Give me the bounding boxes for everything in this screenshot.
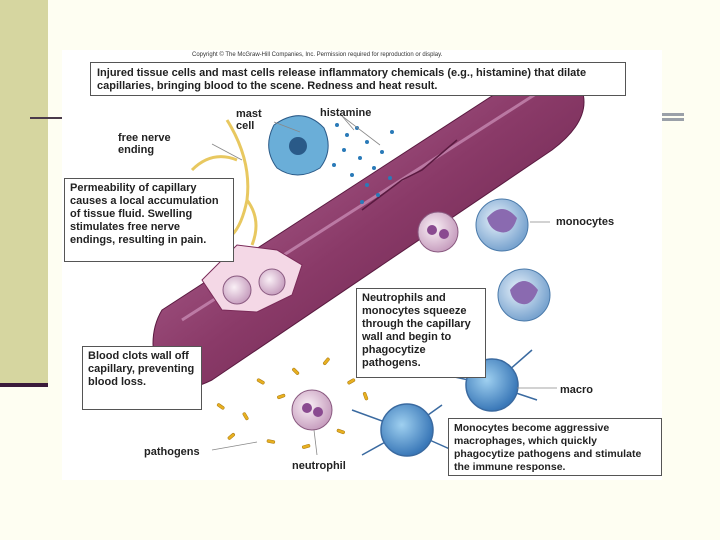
monocyte — [475, 198, 529, 252]
label-mast-cell: mast cell — [236, 108, 262, 132]
copyright-notice: Copyright © The McGraw-Hill Companies, I… — [192, 52, 443, 58]
slide-deco-line — [30, 117, 90, 119]
neutrophil-phagocytizing — [291, 389, 333, 431]
callout-blood-clots: Blood clots wall off capillary, preventi… — [82, 346, 202, 410]
sidebar-divider — [0, 383, 48, 387]
inflammation-figure: Copyright © The McGraw-Hill Companies, I… — [62, 50, 662, 480]
free-nerve-ending — [190, 119, 258, 246]
inflammation-illustration — [152, 67, 585, 457]
callout-injured-tissue: Injured tissue cells and mast cells rele… — [90, 62, 626, 96]
mast-cell — [268, 115, 329, 176]
monocyte — [497, 268, 551, 322]
callout-aggressive-macrophages: Monocytes become aggressive macrophages,… — [448, 418, 662, 476]
slide-sidebar — [0, 0, 48, 383]
slide-deco-bars — [660, 113, 684, 125]
histamine-dots — [332, 123, 394, 204]
pathogens — [216, 357, 369, 449]
macrophage — [351, 403, 453, 457]
leader-lines — [211, 115, 557, 456]
callout-permeability: Permeability of capillary causes a local… — [64, 178, 234, 262]
neutrophil-free — [417, 211, 459, 253]
label-neutrophil: neutrophil — [292, 460, 346, 472]
neutrophil-in-vessel — [222, 275, 252, 305]
callout-squeeze: Neutrophils and monocytes squeeze throug… — [356, 288, 486, 378]
label-free-nerve-ending: free nerve ending — [118, 132, 171, 156]
label-macro: macro — [560, 384, 594, 396]
label-pathogens: pathogens — [144, 446, 200, 458]
label-monocytes: monocytes — [556, 216, 615, 228]
label-histamine: histamine — [320, 107, 372, 119]
